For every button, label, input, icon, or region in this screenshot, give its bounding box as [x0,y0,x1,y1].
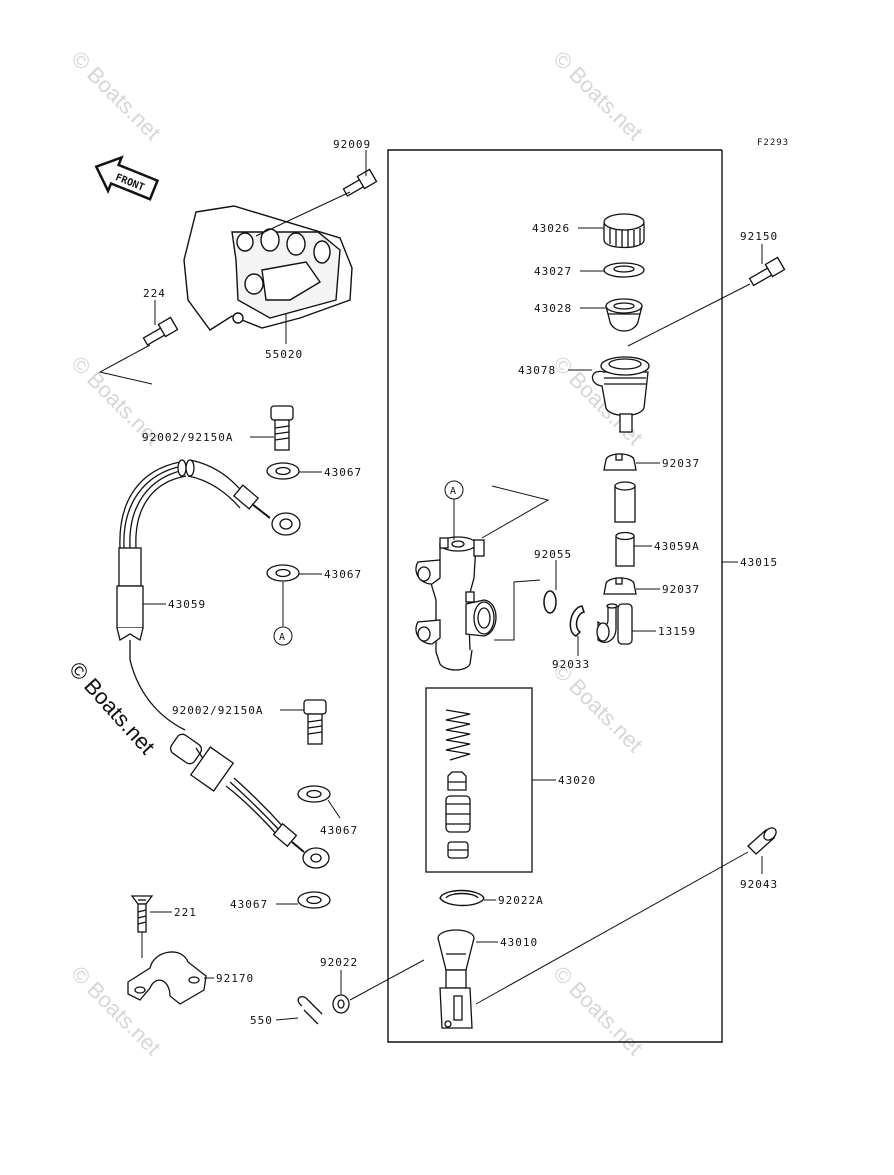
leader-92150-to-reservoir [627,283,751,347]
banjo-bolt-upper [270,405,294,451]
watermark-top-right: © Boats.net [548,46,647,145]
label-550: 550 [250,1014,273,1027]
bolt-92150 [748,256,786,287]
label-224: 224 [143,287,166,300]
watermark-bottom-right: © Boats.net [548,961,647,1060]
circlip-92022a [439,889,485,907]
piston-kit-box [425,687,533,873]
leader-550 [275,1017,299,1021]
cotter-pin-550 [297,996,323,1025]
piston-cup [447,771,467,791]
hose-clip-92037-b [603,577,637,595]
label-43026: 43026 [532,222,570,235]
label-92009: 92009 [333,138,371,151]
clevis-pin-92043 [747,827,777,855]
washer-43067-c [297,785,331,803]
leader-224-line [98,344,153,385]
watermark-main: © Boats.net [64,657,160,759]
screw-221 [130,895,154,933]
label-43067-b: 43067 [324,568,362,581]
label-92043: 92043 [740,878,778,891]
master-cylinder-body [415,536,497,671]
bolt-92009 [342,168,378,197]
reservoir-43078 [591,356,650,433]
label-43028: 43028 [534,302,572,315]
piston [445,795,471,833]
bolt-224 [142,316,179,346]
leader-callout-a-upper-bracket [481,485,550,539]
label-13159: 13159 [658,625,696,638]
elbow-13159 [596,603,633,645]
guard-plate-55020 [183,205,353,331]
piston-seal [447,841,469,859]
label-43027: 43027 [534,265,572,278]
leader-92043-pin [475,851,749,1005]
label-92055: 92055 [534,548,572,561]
watermark-lower-right: © Boats.net [548,658,647,757]
watermark-top-left: © Boats.net [66,46,165,145]
label-92037-a: 92037 [662,457,700,470]
front-arrow-icon: FRONT [94,155,160,201]
figure-id: F2293 [757,138,789,148]
washer-43067-b [266,564,300,582]
cap-43026 [603,213,645,249]
label-43067-d: 43067 [230,898,268,911]
brake-hose-lower [169,733,330,869]
washer-92022 [332,994,350,1014]
label-55020: 55020 [265,348,303,361]
clamp-92170 [127,951,207,1005]
brake-hose-43059 [116,459,301,731]
label-43020: 43020 [558,774,596,787]
label-92022: 92022 [320,956,358,969]
label-92002-lower: 92002/92150A [172,704,263,717]
o-ring-92055 [543,590,557,614]
washer-43067-d [297,891,331,909]
push-rod-43010 [437,929,475,1029]
label-92002-upper: 92002/92150A [142,431,233,444]
label-43059: 43059 [168,598,206,611]
label-43067-a: 43067 [324,466,362,479]
hose-clip-92037-a [603,453,637,471]
label-43059a: 43059A [654,540,700,553]
label-43015: 43015 [740,556,778,569]
label-43078: 43078 [518,364,556,377]
callout-a-lower [273,626,293,646]
diaphragm-43028 [605,298,643,332]
label-92170: 92170 [216,972,254,985]
plate-43027 [603,262,645,278]
banjo-bolt-lower [303,699,327,745]
label-221: 221 [174,906,197,919]
label-92037-b: 92037 [662,583,700,596]
circlip-92033 [569,605,585,637]
hose-43059a [614,481,636,567]
leader-92009-to-plate [255,191,351,237]
leader-43067-c [327,799,341,819]
label-92150: 92150 [740,230,778,243]
leader-92022-pin [349,959,425,1001]
label-43010: 43010 [500,936,538,949]
washer-43067-a [266,462,300,480]
label-92022a: 92022A [498,894,544,907]
label-92033: 92033 [552,658,590,671]
callout-a-upper-letter: A [450,486,456,497]
assembly-box [387,149,723,1043]
label-43067-c: 43067 [320,824,358,837]
leader-body-to-92055 [494,579,541,641]
callout-a-lower-letter: A [279,632,285,643]
spring [445,709,471,761]
